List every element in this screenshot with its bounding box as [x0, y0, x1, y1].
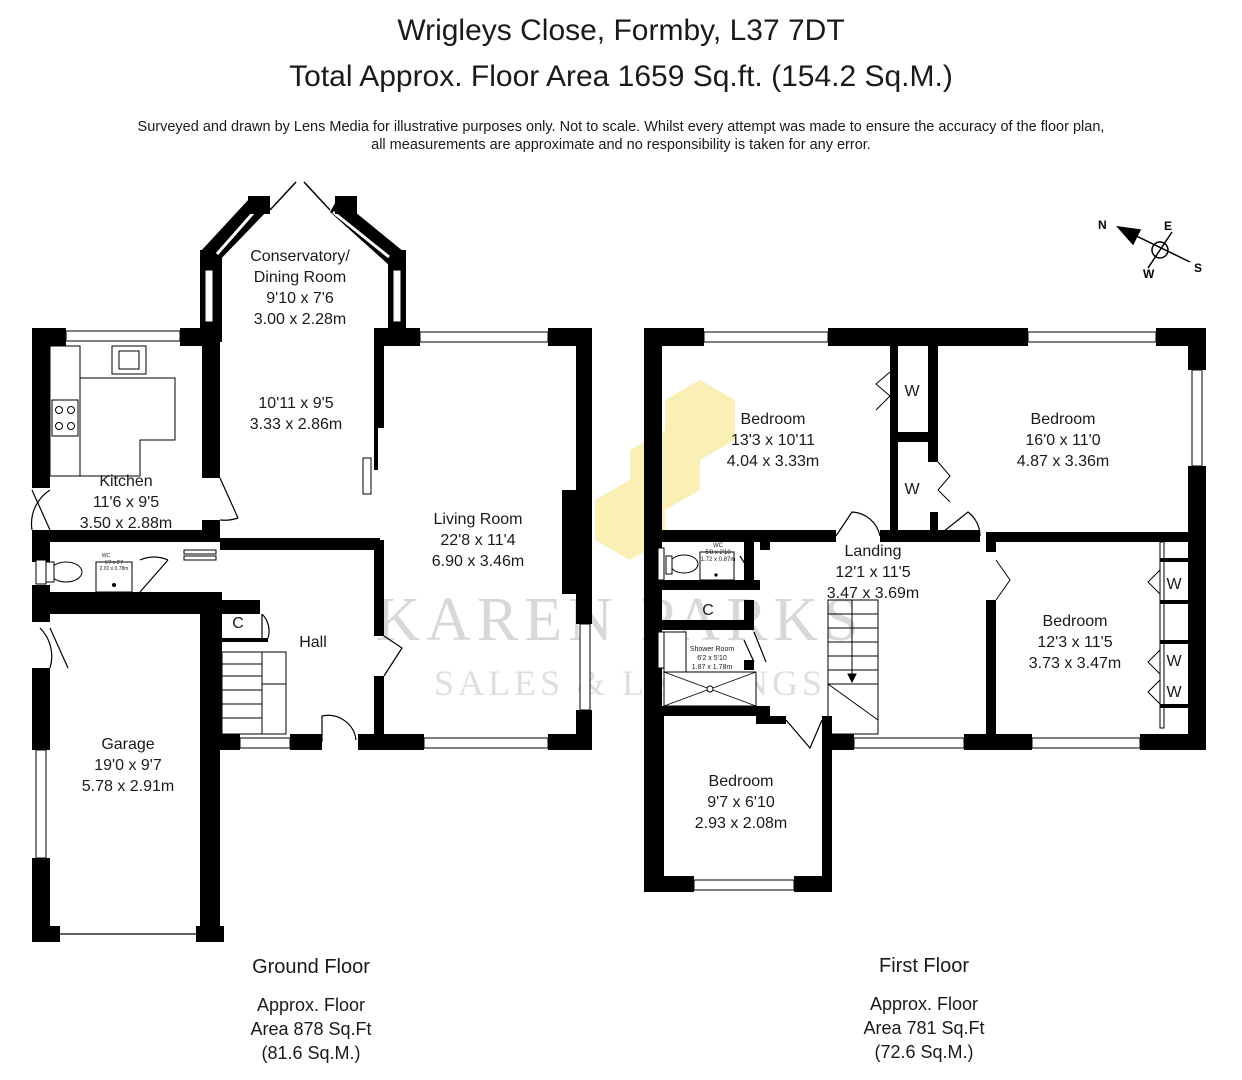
- bedroom-4-label: Bedroom: [709, 773, 774, 790]
- conservatory-metric: 3.00 x 2.28m: [254, 311, 347, 328]
- ground-floor-area-3: (81.6 Sq.M.): [261, 1043, 361, 1063]
- wardrobe-3-label: W: [1166, 576, 1182, 593]
- bedroom-2-metric: 4.87 x 3.36m: [1017, 453, 1110, 470]
- watermark-line-1: KAREN PARKS: [375, 586, 864, 654]
- bedroom-4-metric: 2.93 x 2.08m: [695, 815, 788, 832]
- conservatory-imperial: 9'10 x 7'6: [266, 290, 334, 307]
- wc-ground-label: WC: [102, 553, 111, 559]
- landing-metric: 3.47 x 3.69m: [827, 585, 920, 602]
- hall-label: Hall: [299, 634, 327, 651]
- wardrobe-5-label: W: [1166, 684, 1182, 701]
- garage-metric: 5.78 x 2.91m: [82, 778, 175, 795]
- ground-floor-caption: Ground Floor Approx. Floor Area 878 Sq.F…: [181, 956, 441, 1065]
- conservatory-label-1: Conservatory/: [250, 248, 350, 265]
- disclaimer-line-1: Surveyed and drawn by Lens Media for ill…: [137, 119, 1105, 135]
- bedroom-3-imperial: 12'3 x 11'5: [1037, 634, 1112, 651]
- kitchen-imperial: 11'6 x 9'5: [93, 494, 159, 511]
- wc-first-label: WC: [713, 543, 724, 549]
- ground-floor-title: Ground Floor: [252, 956, 370, 978]
- bedroom-3-metric: 3.73 x 3.47m: [1029, 655, 1122, 672]
- bedroom-1-imperial: 13'3 x 10'11: [731, 432, 815, 449]
- shower-room-label: Shower Room: [690, 646, 735, 653]
- wc-first-metric: 1.72 x 0.87m: [701, 557, 736, 563]
- first-floor-title: First Floor: [879, 955, 969, 977]
- living-room-metric: 6.90 x 3.46m: [432, 553, 525, 570]
- bedroom-2-label: Bedroom: [1031, 411, 1096, 428]
- landing-label: Landing: [845, 543, 902, 560]
- wc-first-imperial: 5'8 x 2'10: [705, 550, 731, 556]
- first-floor-area-1: Approx. Floor: [869, 994, 979, 1014]
- shower-room-metric: 1.87 x 1.78m: [692, 664, 733, 671]
- compass-south: S: [1194, 261, 1202, 275]
- kitchen-label: Kitchen: [99, 473, 152, 490]
- address-title: Wrigleys Close, Formby, L37 7DT: [397, 14, 845, 47]
- cupboard-first-label: C: [702, 602, 714, 619]
- bedroom-1-label: Bedroom: [741, 411, 806, 428]
- compass-east: E: [1164, 219, 1172, 233]
- wc-ground-metric: 2.01 x 0.78m: [100, 566, 129, 572]
- ground-floor-area-1: Approx. Floor: [256, 995, 366, 1015]
- disclaimer-line-2: all measurements are approximate and no …: [371, 137, 871, 153]
- compass-icon: N E S W: [1098, 218, 1202, 281]
- bedroom-3-label: Bedroom: [1043, 613, 1108, 630]
- total-area-title: Total Approx. Floor Area 1659 Sq.ft. (15…: [289, 60, 953, 93]
- ground-floor-area-2: Area 878 Sq.Ft: [250, 1019, 372, 1039]
- wc-ground-imperial: 6'7 x 2'7: [105, 560, 124, 566]
- kitchen-metric: 3.50 x 2.88m: [80, 515, 173, 532]
- wardrobe-4-label: W: [1166, 653, 1182, 670]
- compass-north: N: [1098, 218, 1107, 232]
- garage-imperial: 19'0 x 9'7: [94, 757, 162, 774]
- shower-room-imperial: 6'2 x 5'10: [697, 655, 727, 662]
- wardrobe-2-label: W: [904, 481, 920, 498]
- compass-west: W: [1143, 267, 1155, 281]
- bedroom-1-metric: 4.04 x 3.33m: [727, 453, 820, 470]
- bedroom-2-imperial: 16'0 x 11'0: [1025, 432, 1100, 449]
- ground-floor-plan: [30, 181, 592, 942]
- landing-imperial: 12'1 x 11'5: [835, 564, 910, 581]
- bedroom-4-imperial: 9'7 x 6'10: [707, 794, 775, 811]
- dining-metric: 3.33 x 2.86m: [250, 416, 343, 433]
- first-floor-plan: [644, 328, 1206, 892]
- living-room-imperial: 22'8 x 11'4: [440, 532, 515, 549]
- dining-imperial: 10'11 x 9'5: [258, 395, 333, 412]
- watermark-line-2: SALES & LETTINGS: [434, 663, 826, 703]
- first-floor-area-2: Area 781 Sq.Ft: [863, 1018, 985, 1038]
- garage-label: Garage: [101, 736, 154, 753]
- disclaimer: Surveyed and drawn by Lens Media for ill…: [60, 118, 1182, 154]
- first-floor-area-3: (72.6 Sq.M.): [874, 1042, 974, 1062]
- conservatory-label-2: Dining Room: [254, 269, 346, 286]
- first-floor-caption: First Floor Approx. Floor Area 781 Sq.Ft…: [794, 955, 1054, 1064]
- cupboard-ground-label: C: [232, 615, 244, 632]
- wardrobe-1-label: W: [904, 383, 920, 400]
- living-room-label: Living Room: [434, 511, 523, 528]
